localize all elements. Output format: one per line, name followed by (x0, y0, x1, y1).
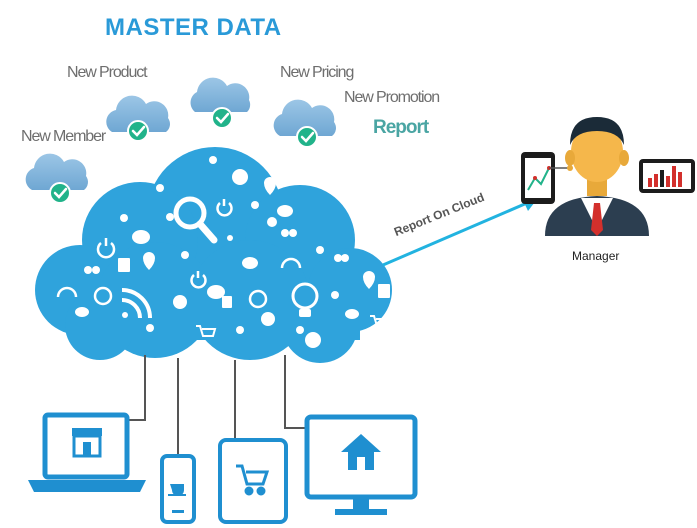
chat-bubble-icons (75, 205, 359, 319)
coffee-cup-icon (168, 484, 186, 496)
small-cloud-new-product (106, 95, 170, 142)
wifi-icon (121, 288, 152, 319)
shopping-cart-icon (236, 464, 270, 496)
label-new-pricing: New Pricing (280, 64, 354, 81)
label-report: Report (373, 117, 429, 138)
label-manager: Manager (572, 249, 620, 263)
label-new-product: New Product (67, 64, 148, 81)
people-icons (84, 229, 349, 274)
cloud-icons (56, 156, 391, 348)
home-icon (341, 434, 381, 470)
gear-icons (261, 217, 277, 326)
power-icon (96, 199, 233, 289)
page-title: MASTER DATA (105, 14, 282, 41)
pie-chart-icons (173, 169, 321, 348)
document-icons (118, 258, 390, 308)
small-dots (120, 156, 339, 334)
line-chart-phone-icon (521, 152, 573, 204)
small-cloud-new-member (25, 153, 89, 204)
label-new-member: New Member (21, 128, 106, 145)
cart-icons (196, 315, 391, 337)
phone-icon (160, 454, 196, 524)
store-icon (72, 428, 102, 458)
tablet-icon (218, 438, 288, 524)
label-new-promotion: New Promotion (344, 89, 440, 106)
info-icons (93, 286, 268, 309)
device-connectors (125, 355, 306, 455)
bar-chart-tablet-icon (639, 159, 695, 193)
lightbulb-icon (291, 282, 319, 317)
magnifier-icon (173, 196, 218, 244)
small-cloud-new-pricing (190, 77, 251, 129)
headset-icons (56, 257, 302, 298)
monitor-icon (304, 414, 418, 515)
laptop-icon (28, 412, 146, 492)
location-pin-icons (143, 177, 375, 289)
small-cloud-new-promotion (273, 99, 336, 148)
manager-avatar (545, 117, 649, 236)
